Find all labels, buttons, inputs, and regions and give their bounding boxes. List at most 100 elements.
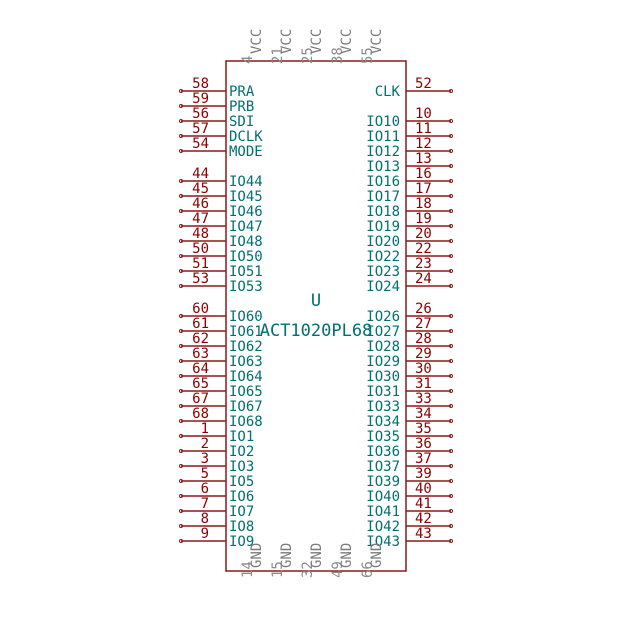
pin-number: 52 bbox=[415, 76, 432, 92]
pin-name: IO36 bbox=[366, 444, 400, 460]
power-pin-name: VCC bbox=[369, 29, 385, 54]
pin-endpoint bbox=[449, 389, 453, 393]
pin-number: 65 bbox=[192, 376, 209, 392]
pin-name: IO34 bbox=[366, 414, 400, 430]
pin-endpoint bbox=[179, 344, 183, 348]
pin-endpoint bbox=[179, 149, 183, 153]
power-pin-name: VCC bbox=[309, 29, 325, 54]
pin-name: IO27 bbox=[366, 324, 400, 340]
component-value: ACT1020PL68 bbox=[260, 321, 373, 341]
pin-number: 29 bbox=[415, 346, 432, 362]
pin-number: 6 bbox=[201, 481, 209, 497]
pin-number: 54 bbox=[192, 136, 209, 152]
pin-number: 67 bbox=[192, 391, 209, 407]
pin-number: 3 bbox=[201, 451, 209, 467]
power-pin-name: VCC bbox=[279, 29, 295, 54]
pin-name: IO1 bbox=[229, 429, 254, 445]
ground-pin-number: 32 bbox=[300, 561, 316, 578]
pin-number: 16 bbox=[415, 166, 432, 182]
pin-number: 68 bbox=[192, 406, 209, 422]
pin-endpoint bbox=[179, 524, 183, 528]
pin-name: DCLK bbox=[229, 129, 263, 145]
pin-name: IO51 bbox=[229, 264, 263, 280]
pin-endpoint bbox=[449, 419, 453, 423]
pin-name: IO45 bbox=[229, 189, 263, 205]
pin-number: 58 bbox=[192, 76, 209, 92]
pin-endpoint bbox=[179, 224, 183, 228]
pin-endpoint bbox=[449, 524, 453, 528]
pin-name: IO41 bbox=[366, 504, 400, 520]
pin-name: IO26 bbox=[366, 309, 400, 325]
pin-endpoint bbox=[449, 374, 453, 378]
pin-number: 37 bbox=[415, 451, 432, 467]
pin-name: IO43 bbox=[366, 534, 400, 550]
pin-number: 48 bbox=[192, 226, 209, 242]
pin-endpoint bbox=[179, 89, 183, 93]
pin-number: 41 bbox=[415, 496, 432, 512]
pin-endpoint bbox=[179, 434, 183, 438]
pin-number: 12 bbox=[415, 136, 432, 152]
component-reference: U bbox=[311, 291, 321, 311]
pin-endpoint bbox=[179, 479, 183, 483]
pin-number: 19 bbox=[415, 211, 432, 227]
pin-name: IO31 bbox=[366, 384, 400, 400]
pin-name: IO35 bbox=[366, 429, 400, 445]
ground-pin-name: GND bbox=[249, 543, 265, 568]
pin-endpoint bbox=[449, 209, 453, 213]
pin-endpoint bbox=[179, 509, 183, 513]
pin-name: IO68 bbox=[229, 414, 263, 430]
pin-name: IO37 bbox=[366, 459, 400, 475]
pin-number: 8 bbox=[201, 511, 209, 527]
pin-number: 39 bbox=[415, 466, 432, 482]
ground-pin-name: GND bbox=[309, 543, 325, 568]
pin-number: 10 bbox=[415, 106, 432, 122]
pin-number: 26 bbox=[415, 301, 432, 317]
pin-name: IO2 bbox=[229, 444, 254, 460]
pin-endpoint bbox=[179, 464, 183, 468]
pin-name: IO24 bbox=[366, 279, 400, 295]
pin-name: IO11 bbox=[366, 129, 400, 145]
pin-number: 27 bbox=[415, 316, 432, 332]
pin-endpoint bbox=[179, 239, 183, 243]
power-pin-number: 38 bbox=[330, 47, 346, 64]
pin-endpoint bbox=[449, 134, 453, 138]
pin-name: IO33 bbox=[366, 399, 400, 415]
pin-number: 62 bbox=[192, 331, 209, 347]
pin-name: IO8 bbox=[229, 519, 254, 535]
pin-name: IO67 bbox=[229, 399, 263, 415]
pin-endpoint bbox=[449, 149, 453, 153]
pin-name: IO46 bbox=[229, 204, 263, 220]
pin-endpoint bbox=[449, 509, 453, 513]
pin-name: IO30 bbox=[366, 369, 400, 385]
pin-name: IO20 bbox=[366, 234, 400, 250]
pin-number: 47 bbox=[192, 211, 209, 227]
pin-endpoint bbox=[449, 284, 453, 288]
ground-pin-number: 15 bbox=[270, 561, 286, 578]
pin-number: 22 bbox=[415, 241, 432, 257]
pin-endpoint bbox=[179, 179, 183, 183]
pin-number: 57 bbox=[192, 121, 209, 137]
pin-endpoint bbox=[179, 419, 183, 423]
pin-endpoint bbox=[179, 404, 183, 408]
pin-endpoint bbox=[449, 164, 453, 168]
pin-endpoint bbox=[449, 404, 453, 408]
pin-number: 35 bbox=[415, 421, 432, 437]
pin-name: IO48 bbox=[229, 234, 263, 250]
pin-number: 13 bbox=[415, 151, 432, 167]
pin-endpoint bbox=[179, 254, 183, 258]
pin-name: IO5 bbox=[229, 474, 254, 490]
pin-name: IO29 bbox=[366, 354, 400, 370]
ground-pin-name: GND bbox=[279, 543, 295, 568]
pin-endpoint bbox=[449, 539, 453, 543]
pin-endpoint bbox=[179, 494, 183, 498]
ground-pin-number: 14 bbox=[240, 561, 256, 578]
pin-endpoint bbox=[179, 359, 183, 363]
pin-endpoint bbox=[179, 104, 183, 108]
pin-number: 17 bbox=[415, 181, 432, 197]
pin-number: 40 bbox=[415, 481, 432, 497]
pin-name: SDI bbox=[229, 114, 254, 130]
ground-pin-number: 66 bbox=[360, 561, 376, 578]
pin-name: IO3 bbox=[229, 459, 254, 475]
